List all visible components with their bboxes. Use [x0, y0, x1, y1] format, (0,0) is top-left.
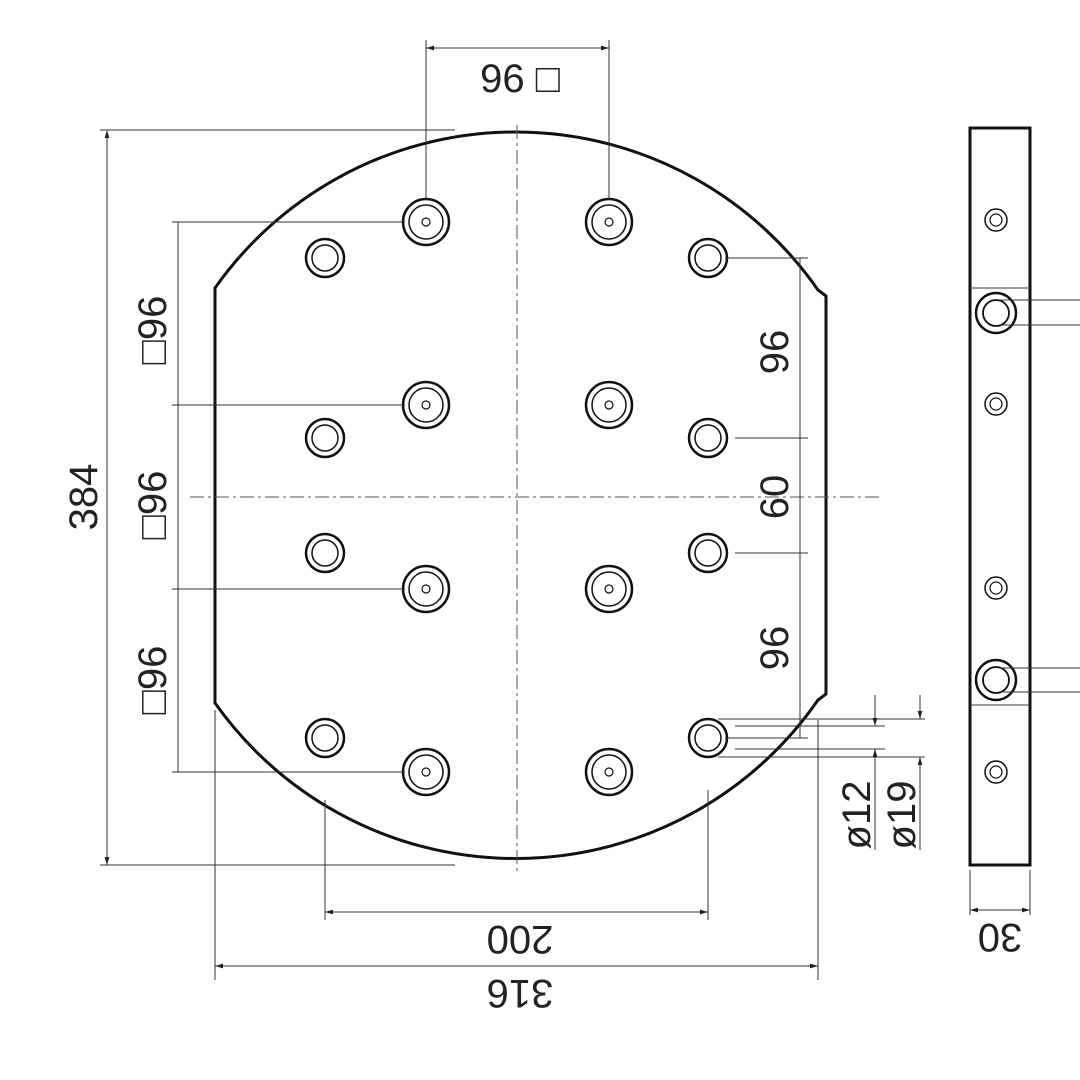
dim-small-hole-dia: ø12 — [835, 781, 879, 850]
side-small-hole — [984, 760, 1008, 784]
dim-overall-width: 316 — [487, 971, 554, 1015]
side-small-hole — [984, 576, 1008, 600]
small-hole — [304, 532, 346, 574]
side-view — [968, 126, 1032, 867]
dim-right-pitch-1: 96 — [753, 330, 797, 375]
dim-right-pitch-3: 96 — [753, 626, 797, 671]
plate-outline — [213, 130, 828, 860]
large-hole — [584, 564, 634, 614]
large-hole — [401, 380, 451, 430]
large-hole — [401, 564, 451, 614]
side-small-hole — [984, 208, 1008, 232]
dim-left-square-1: □96 — [131, 296, 175, 365]
large-hole — [401, 747, 451, 797]
large-hole — [584, 380, 634, 430]
dim-thickness: 30 — [978, 915, 1023, 959]
dim-right-pitch-2: 60 — [753, 475, 797, 520]
small-hole — [304, 717, 346, 759]
dim-left-square-3: □96 — [131, 646, 175, 715]
small-hole — [687, 417, 729, 459]
small-hole — [304, 237, 346, 279]
side-view-holes — [974, 208, 1018, 784]
side-bolt-hole — [974, 291, 1018, 335]
side-small-hole — [984, 392, 1008, 416]
dim-overall-height: 384 — [62, 464, 106, 531]
large-hole — [401, 197, 451, 247]
small-hole — [687, 532, 729, 574]
large-hole — [584, 197, 634, 247]
large-hole — [584, 747, 634, 797]
dim-large-hole-dia: ø19 — [880, 781, 924, 850]
side-bolt-hole — [974, 658, 1018, 702]
dim-top-square: 96 □ — [480, 57, 560, 101]
dim-pitch-width: 200 — [487, 917, 554, 961]
small-hole — [304, 417, 346, 459]
dim-left-square-2: □96 — [131, 471, 175, 540]
